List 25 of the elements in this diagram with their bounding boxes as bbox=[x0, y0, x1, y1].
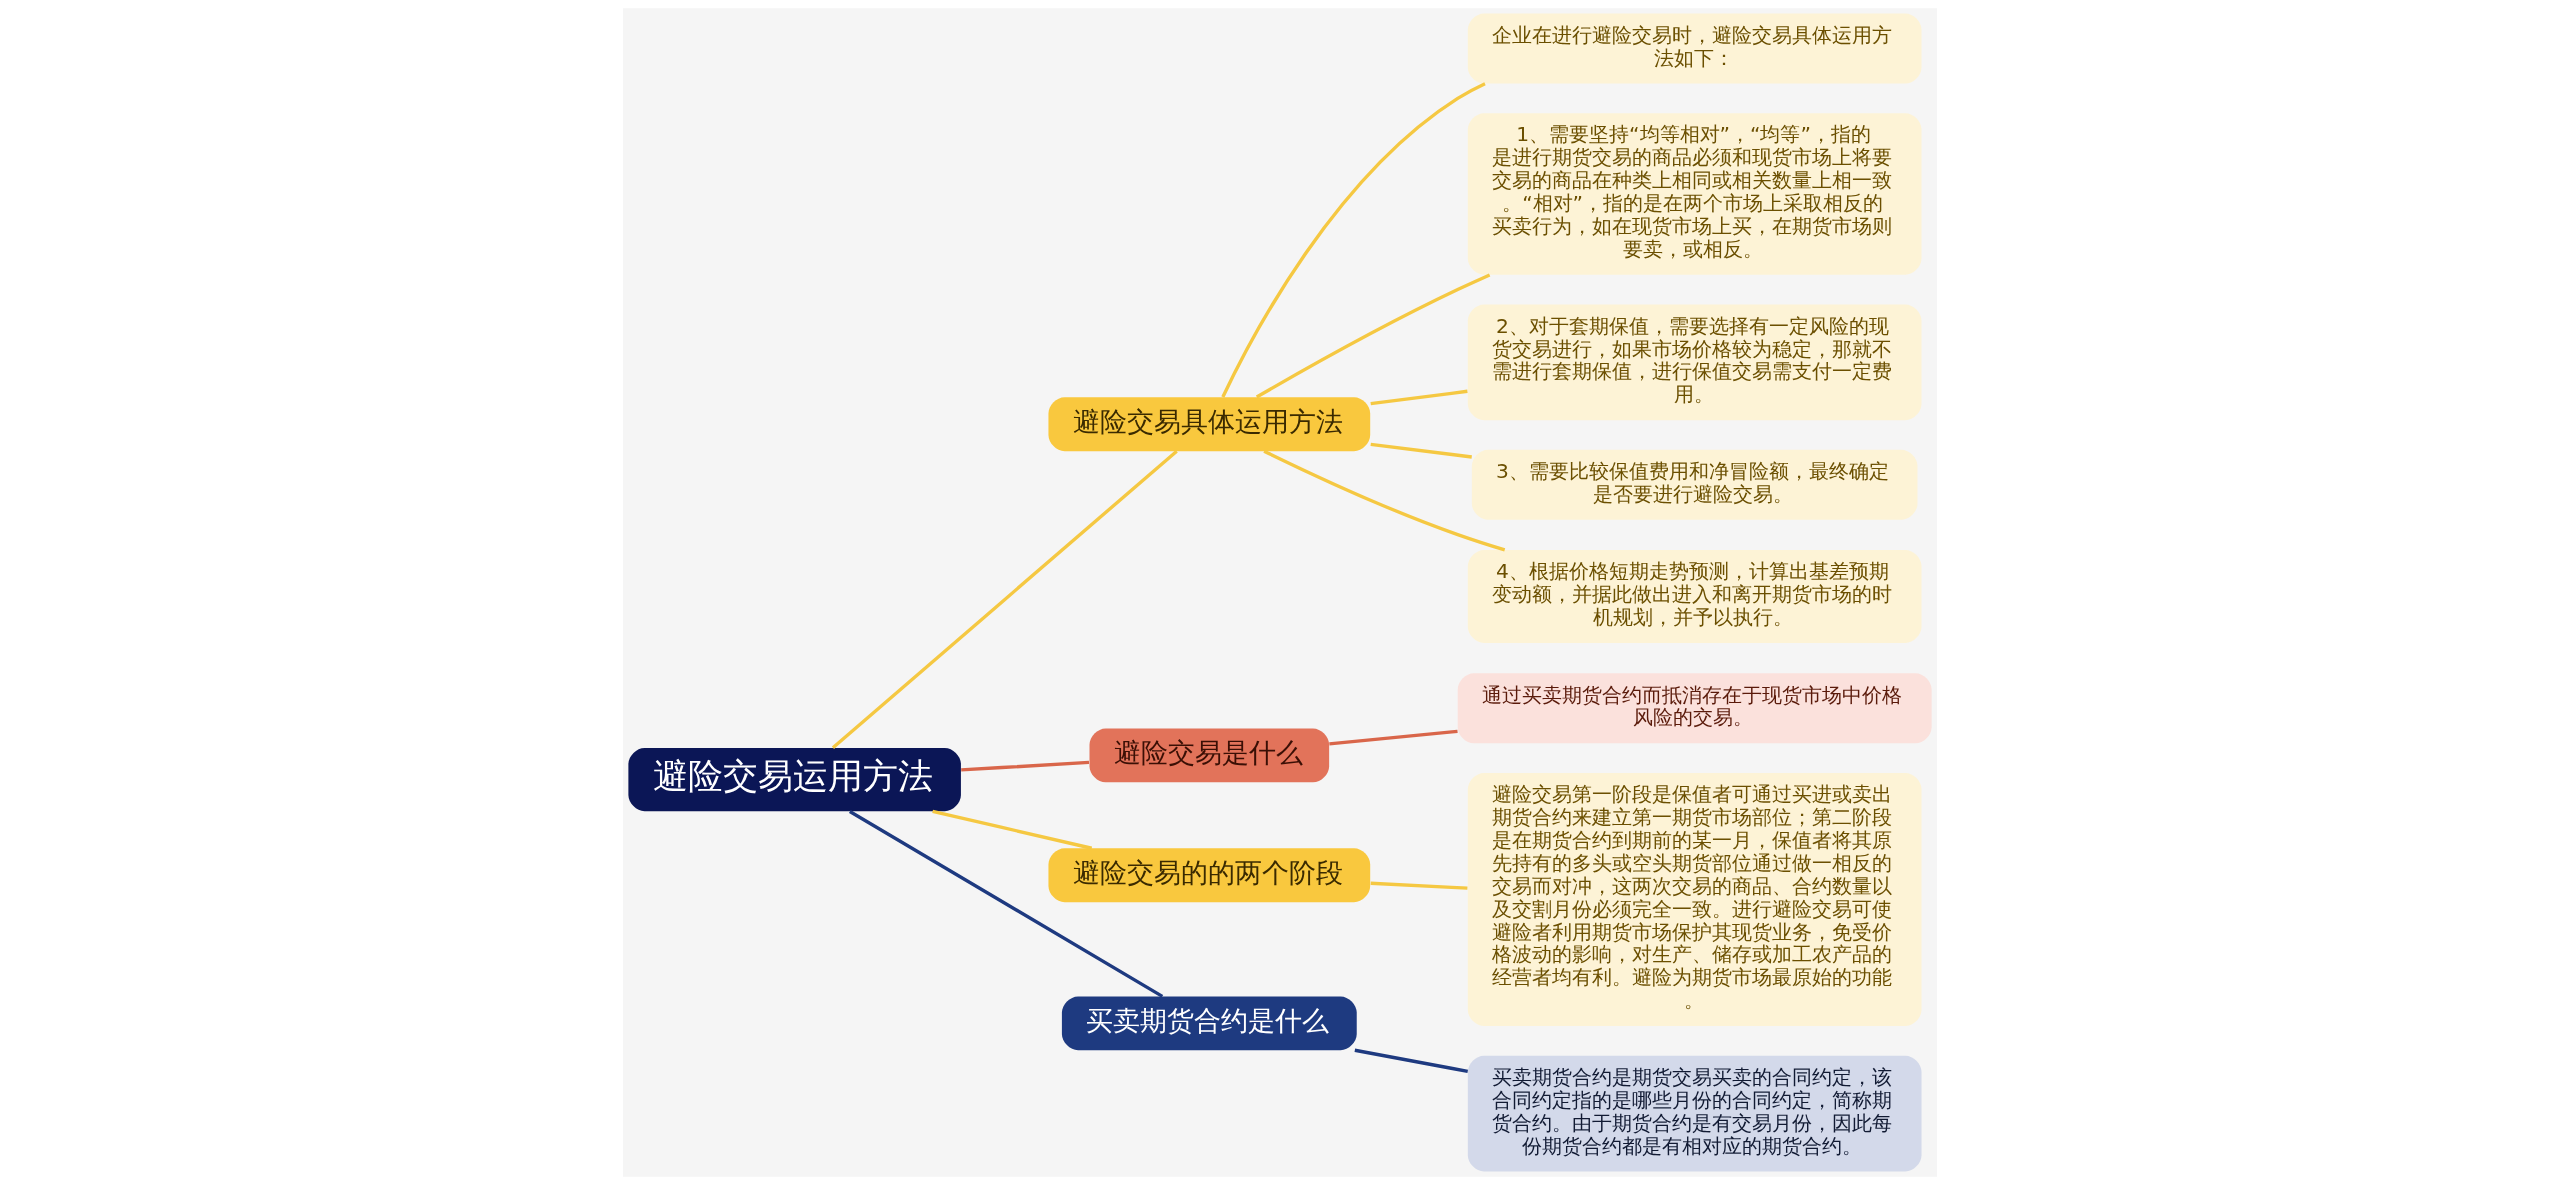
connector bbox=[1370, 389, 1468, 406]
node-box: 企业在进行避险交易时，避险交易具体运用方法如下： bbox=[1467, 13, 1922, 84]
connector bbox=[1329, 729, 1458, 746]
connector bbox=[1370, 881, 1468, 890]
node-box: 避险交易具体运用方法 bbox=[1048, 397, 1371, 452]
connector bbox=[1354, 1048, 1469, 1073]
connector bbox=[1221, 82, 1486, 398]
connector bbox=[961, 760, 1090, 772]
node-box: 2、对于套期保值，需要选择有一定风险的现货交易进行，如果市场价格较为稳定，那就不需进行套期保值，进行保值交易需支付一定费用。 bbox=[1467, 304, 1922, 421]
node-box: 避险交易是什么 bbox=[1089, 728, 1330, 783]
node-box: 通过买卖期货合约而抵消存在于现货市场中价格风险的交易。 bbox=[1457, 673, 1932, 744]
node-box: 4、根据价格短期走势预测，计算出基差预期变动额，并据此做出进入和离开期货市场的时机规划，并予以执行。 bbox=[1467, 550, 1922, 643]
connector bbox=[849, 810, 1164, 998]
connector bbox=[831, 449, 1178, 750]
node-box: 3、需要比较保值费用和净冒险额，最终确定是否要进行避险交易。 bbox=[1471, 449, 1918, 520]
connector bbox=[1255, 273, 1491, 399]
connector bbox=[932, 809, 1093, 850]
node-box: 买卖期货合约是什么 bbox=[1061, 996, 1357, 1051]
node-box: 1、需要坚持“均等相对”，“均等”，指的是进行期货交易的商品必须和现货市场上将要交易的商品在种类上相同或相关数量上相一致。“相对”，指的是在两个市场上采取相反的买卖行为，如在现货市场上买，在期货市场则要卖，或相反。 bbox=[1467, 113, 1922, 275]
node-box: 避险交易运用方法 bbox=[628, 748, 961, 812]
node-box: 避险交易的的两个阶段 bbox=[1048, 848, 1371, 903]
node-box: 避险交易第一阶段是保值者可通过买进或卖出期货合约来建立第一期货市场部位；第二阶段是在期货合约到期前的某一月，保值者将其原先持有的多头或空头期货部位通过做一相反的交易而对冲，这两次交易的商品、合约数量以及交割月份必须完全一致。进行避险交易可使避险者利用期货市场保护其现货业务，免受价格波动的影响，对生产、储存或加工农产品的经营者均有利。避险为期货市场最原始的功能。 bbox=[1467, 772, 1922, 1026]
connector bbox=[1370, 442, 1472, 459]
connector bbox=[1263, 449, 1506, 552]
node-box: 买卖期货合约是期货交易买卖的合同约定，该合同约定指的是哪些月份的合同约定，简称期货合约。由于期货合约是有交易月份，因此每份期货合约都是有相对应的期货合约。 bbox=[1467, 1055, 1922, 1172]
